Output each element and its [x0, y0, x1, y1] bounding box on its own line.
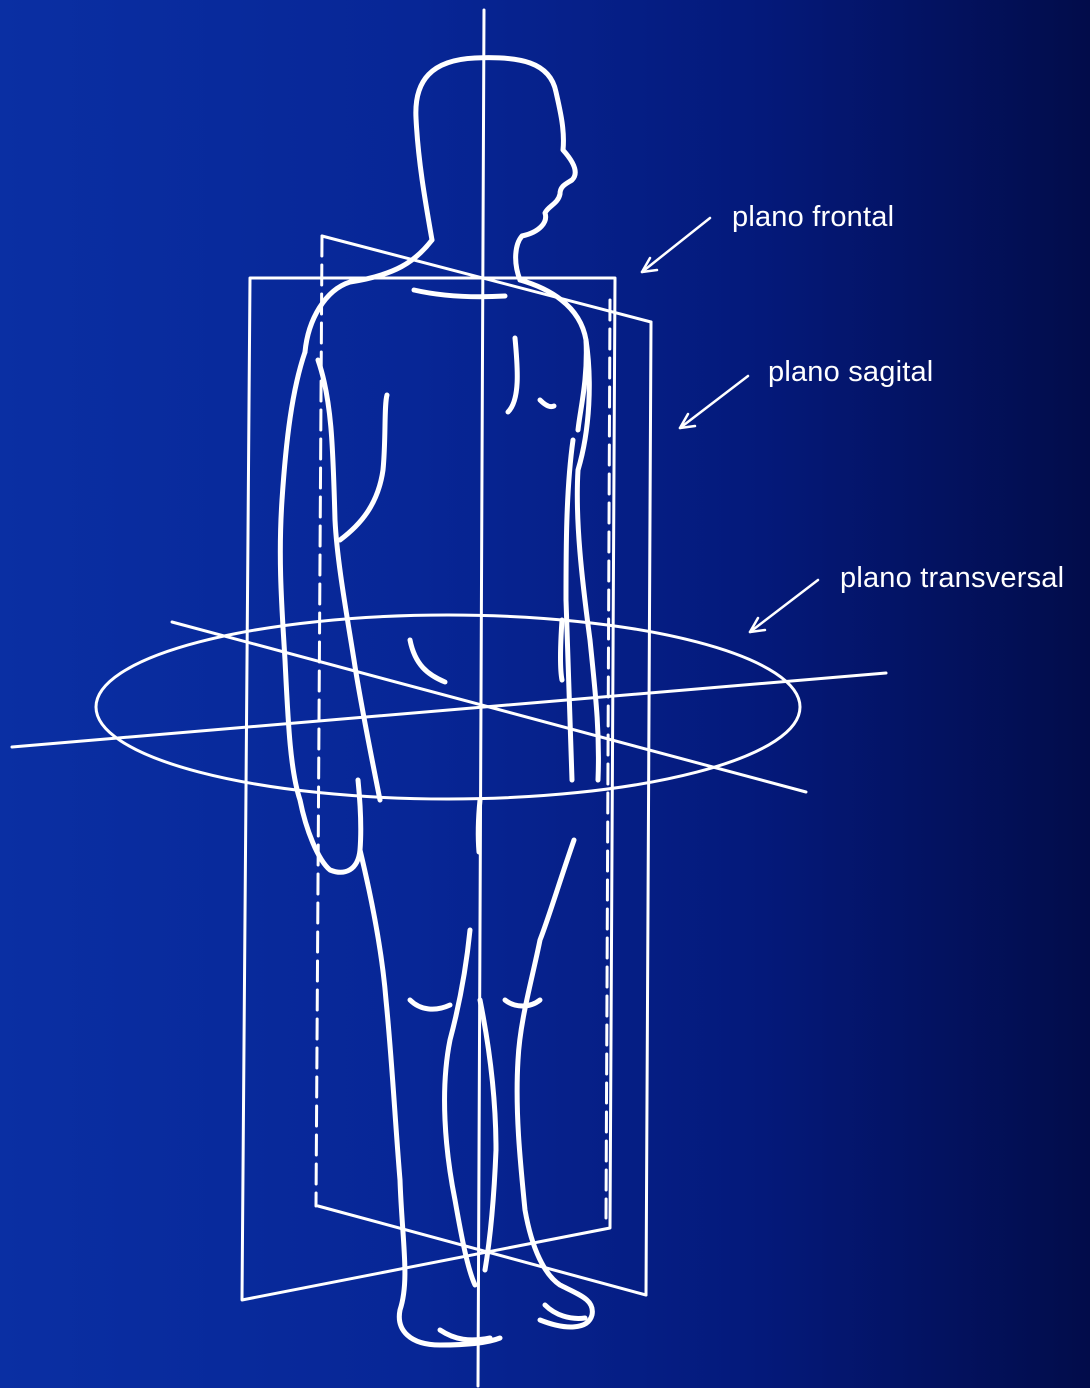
- arrow-frontal: [642, 218, 710, 272]
- pointer-arrows: [642, 218, 818, 632]
- label-plano-frontal: plano frontal: [732, 203, 894, 232]
- transverse-plane: [12, 615, 886, 799]
- label-plano-transversal: plano transversal: [840, 564, 1064, 593]
- label-plano-sagital: plano sagital: [768, 358, 933, 387]
- arrow-sagital: [680, 376, 748, 428]
- arrow-transversal: [750, 580, 818, 632]
- vertical-axis-line: [478, 10, 484, 1386]
